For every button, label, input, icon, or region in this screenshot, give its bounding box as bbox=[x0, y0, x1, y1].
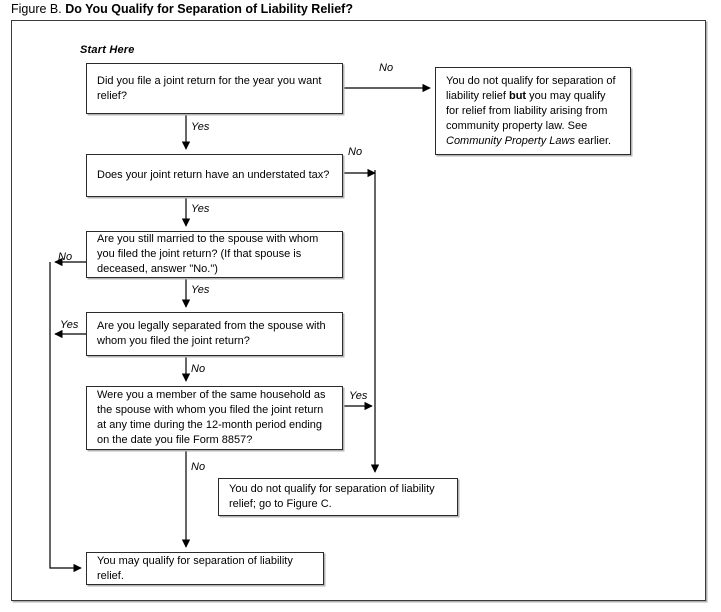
figure-title-question: Do You Qualify for Separation of Liabili… bbox=[65, 2, 353, 16]
start-here-label: Start Here bbox=[80, 44, 135, 56]
edge-label-yes-understated: Yes bbox=[191, 203, 210, 215]
edge-label-yes-same-household: Yes bbox=[349, 390, 368, 402]
edge-label-no-understated: No bbox=[348, 146, 363, 158]
node-legally-separated[interactable]: Are you legally separated from the spous… bbox=[86, 312, 343, 356]
node-community-property-outcome[interactable]: You do not qualify for separation of lia… bbox=[435, 67, 631, 155]
edge-label-no-legally-separated: No bbox=[191, 363, 206, 375]
edge-label-no-same-household: No bbox=[191, 461, 206, 473]
node-same-household-text: Were you a member of the same household … bbox=[97, 389, 326, 446]
node-still-married[interactable]: Are you still married to the spouse with… bbox=[86, 231, 343, 278]
node-still-married-text: Are you still married to the spouse with… bbox=[97, 233, 319, 275]
community-part2: you may qualify for relief from liabilit… bbox=[446, 89, 608, 132]
edge-label-yes-joint-return: Yes bbox=[191, 121, 210, 133]
node-joint-return[interactable]: Did you file a joint return for the year… bbox=[86, 63, 343, 114]
node-legally-separated-text: Are you legally separated from the spous… bbox=[97, 320, 326, 347]
community-italic-reference: Community Property Laws bbox=[446, 134, 575, 147]
node-understated-tax-text: Does your joint return have an understat… bbox=[97, 169, 330, 181]
node-go-to-figure-c-text: You do not qualify for separation of lia… bbox=[229, 483, 435, 510]
node-joint-return-text: Did you file a joint return for the year… bbox=[97, 74, 322, 102]
edge-label-yes-still-married: Yes bbox=[191, 284, 210, 296]
node-may-qualify-text: You may qualify for separation of liabil… bbox=[97, 554, 293, 582]
figure-title: Figure B. Do You Qualify for Separation … bbox=[11, 1, 353, 17]
node-may-qualify[interactable]: You may qualify for separation of liabil… bbox=[86, 552, 324, 585]
community-bold-but: but bbox=[508, 89, 527, 102]
edge-label-no-still-married: No bbox=[58, 251, 73, 263]
node-same-household[interactable]: Were you a member of the same household … bbox=[86, 386, 343, 450]
edge-label-yes-legally-separated: Yes bbox=[60, 319, 79, 331]
edge-label-no-joint-return: No bbox=[379, 62, 394, 74]
node-understated-tax[interactable]: Does your joint return have an understat… bbox=[86, 154, 343, 197]
community-part1: You do not qualify for separation of lia… bbox=[446, 74, 616, 102]
node-go-to-figure-c[interactable]: You do not qualify for separation of lia… bbox=[218, 478, 458, 516]
community-part3: earlier. bbox=[575, 134, 612, 147]
figure-title-label: Figure B. bbox=[11, 2, 62, 16]
node-community-property-text: You do not qualify for separation of lia… bbox=[436, 74, 630, 149]
